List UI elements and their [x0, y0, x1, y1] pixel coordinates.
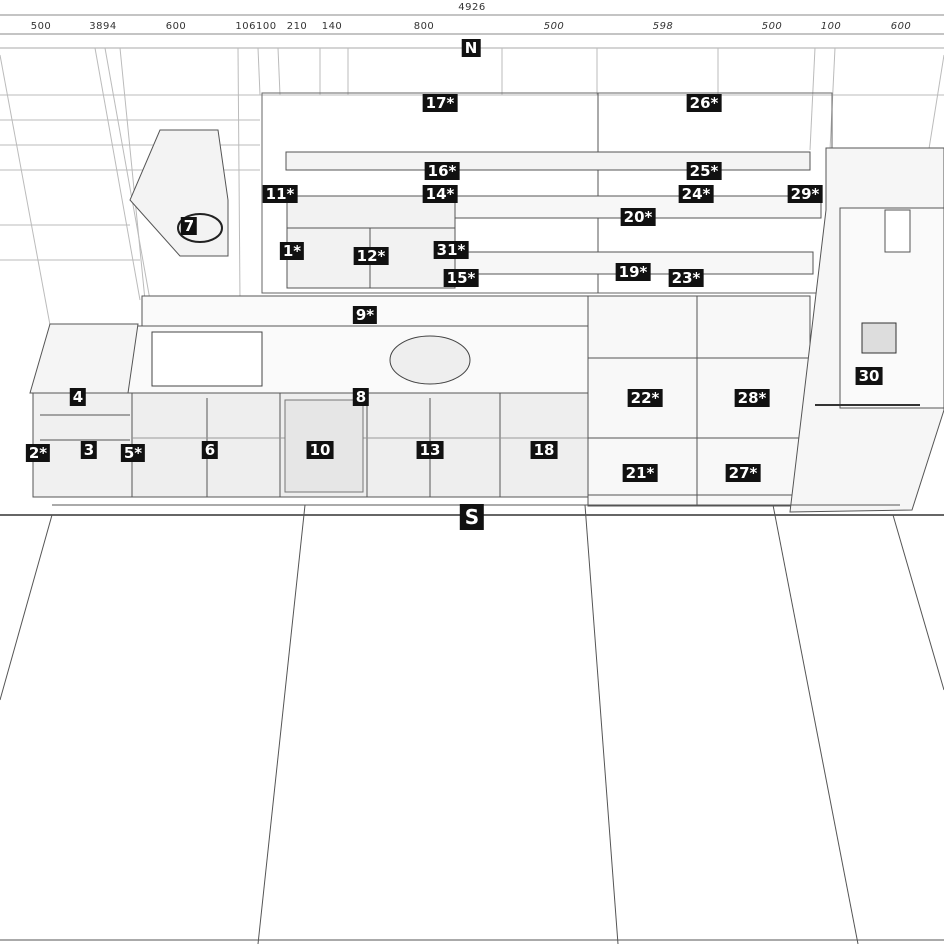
item-label-19[interactable]: 19* — [615, 263, 651, 281]
item-label-2[interactable]: 2* — [25, 444, 51, 462]
item-label-5[interactable]: 5* — [120, 444, 146, 462]
item-label-25[interactable]: 25* — [686, 162, 722, 180]
item-label-28[interactable]: 28* — [734, 389, 770, 407]
dimension-label: 100 — [820, 21, 842, 32]
item-label-6[interactable]: 6 — [201, 441, 219, 459]
north-marker: N — [461, 39, 481, 57]
item-label-1[interactable]: 1* — [279, 242, 305, 260]
item-label-16[interactable]: 16* — [424, 162, 460, 180]
item-label-18[interactable]: 18 — [530, 441, 558, 459]
item-label-14[interactable]: 14* — [422, 185, 458, 203]
item-label-26[interactable]: 26* — [686, 94, 722, 112]
item-label-22[interactable]: 22* — [627, 389, 663, 407]
south-marker: S — [459, 504, 485, 530]
item-label-11[interactable]: 11* — [262, 185, 298, 203]
item-label-12[interactable]: 12* — [353, 247, 389, 265]
dimension-label: 500 — [543, 21, 565, 32]
item-label-31[interactable]: 31* — [433, 241, 469, 259]
dimension-label: 500 — [30, 21, 52, 32]
item-label-29[interactable]: 29* — [787, 185, 823, 203]
item-label-20[interactable]: 20* — [620, 208, 656, 226]
item-label-7[interactable]: 7 — [180, 217, 198, 235]
dimension-label: 210 — [286, 21, 308, 32]
dimension-label: 800 — [413, 21, 435, 32]
dimension-label: 598 — [652, 21, 674, 32]
total-width-dimension: 4926 — [458, 2, 486, 13]
item-label-15[interactable]: 15* — [443, 269, 479, 287]
item-label-23[interactable]: 23* — [668, 269, 704, 287]
dimension-label: 500 — [761, 21, 783, 32]
dimension-label: 140 — [321, 21, 343, 32]
dimension-label: 3894 — [89, 21, 117, 32]
item-label-13[interactable]: 13 — [416, 441, 444, 459]
item-label-9[interactable]: 9* — [352, 306, 378, 324]
item-label-4[interactable]: 4 — [69, 388, 87, 406]
item-label-3[interactable]: 3 — [80, 441, 98, 459]
dimension-label: 106100 — [235, 21, 277, 32]
item-label-27[interactable]: 27* — [725, 464, 761, 482]
item-label-24[interactable]: 24* — [678, 185, 714, 203]
item-label-10[interactable]: 10 — [306, 441, 334, 459]
item-label-17[interactable]: 17* — [422, 94, 458, 112]
item-label-8[interactable]: 8 — [352, 388, 370, 406]
item-label-30[interactable]: 30 — [855, 367, 883, 385]
item-label-21[interactable]: 21* — [622, 464, 658, 482]
dimension-label: 600 — [165, 21, 187, 32]
dimension-label: 600 — [890, 21, 912, 32]
